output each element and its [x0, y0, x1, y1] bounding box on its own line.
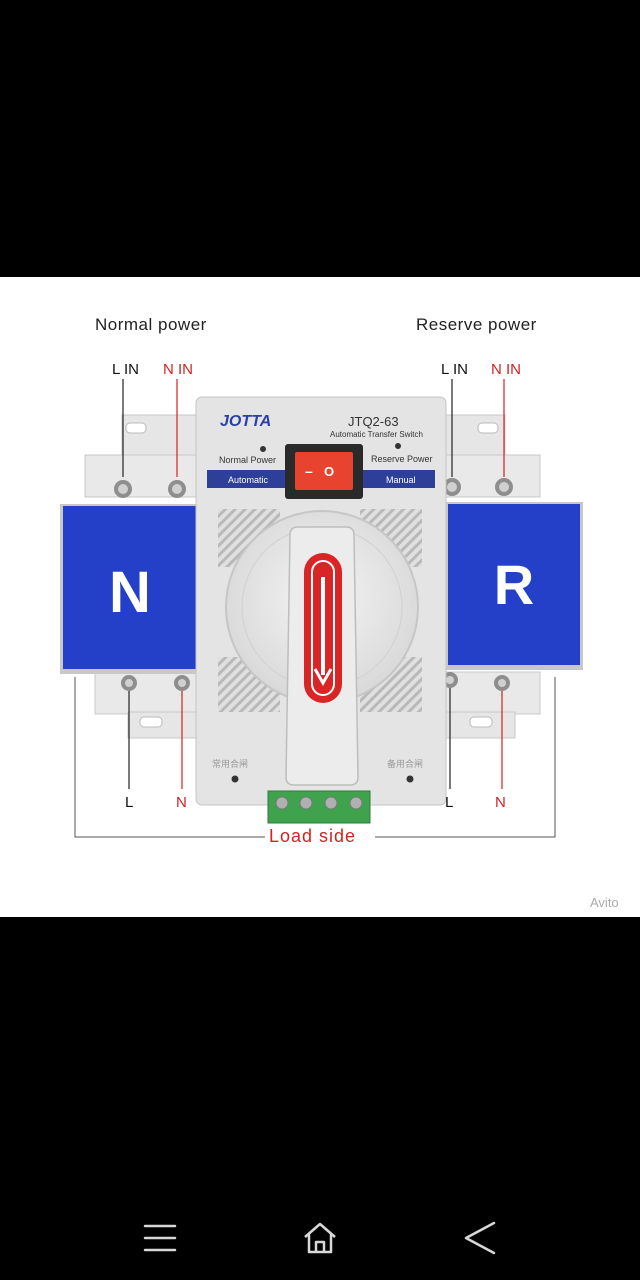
heading-normal-power: Normal power — [95, 315, 207, 334]
left-module — [60, 414, 206, 739]
menu-icon — [143, 1224, 177, 1252]
block-right-letter: R — [494, 553, 534, 616]
heading-reserve-power: Reserve power — [416, 315, 537, 334]
terminal-label-left-n-in: N IN — [163, 361, 193, 378]
load-side-bracket — [74, 677, 556, 838]
screw-icon — [174, 675, 190, 691]
mode-right-text: Manual — [386, 475, 416, 485]
terminal-label-right-n: N — [495, 794, 506, 811]
screw-icon — [494, 675, 510, 691]
chinese-right-text: 备用合闸 — [387, 758, 423, 770]
terminal-label-left-l-in: L IN — [112, 361, 139, 378]
subtitle-text: Automatic Transfer Switch — [330, 430, 423, 439]
terminal-label-left-n: N — [176, 794, 187, 811]
home-button[interactable] — [290, 1208, 350, 1268]
switch-illustration: JOTTA JTQ2-63 Automatic Transfer Switch … — [60, 379, 619, 910]
block-left-letter: N — [109, 560, 151, 625]
terminal-label-right-n-in: N IN — [491, 361, 521, 378]
navigation-bar — [0, 1180, 640, 1280]
screw-icon — [495, 478, 513, 496]
screw-icon — [114, 480, 132, 498]
load-terminal-block — [267, 790, 371, 824]
right-module — [439, 414, 583, 739]
chinese-left-text: 常用合闸 — [212, 758, 248, 770]
wires — [122, 379, 505, 789]
screw-icon — [168, 480, 186, 498]
reserve-power-text: Reserve Power — [371, 454, 433, 464]
back-icon — [464, 1221, 496, 1255]
screw-icon — [443, 478, 461, 496]
terminal-label-left-l: L — [125, 794, 134, 811]
center-body — [195, 396, 447, 824]
product-photo: JOTTA JTQ2-63 Automatic Transfer Switch … — [0, 277, 640, 917]
watermark-text: Avito — [590, 895, 619, 910]
mode-left-text: Automatic — [228, 475, 269, 485]
terminal-label-right-l-in: L IN — [441, 361, 468, 378]
load-side-label: Load side — [266, 826, 360, 847]
menu-button[interactable] — [130, 1208, 190, 1268]
brand-logo: JOTTA — [220, 413, 271, 430]
home-icon — [304, 1222, 336, 1254]
terminal-label-right-l: L — [445, 794, 454, 811]
screw-icon — [121, 675, 137, 691]
switch-off-mark: – — [305, 463, 313, 479]
model-text: JTQ2-63 — [348, 414, 399, 429]
back-button[interactable] — [450, 1208, 510, 1268]
normal-power-text: Normal Power — [219, 455, 276, 465]
switch-on-mark: O — [324, 464, 334, 479]
